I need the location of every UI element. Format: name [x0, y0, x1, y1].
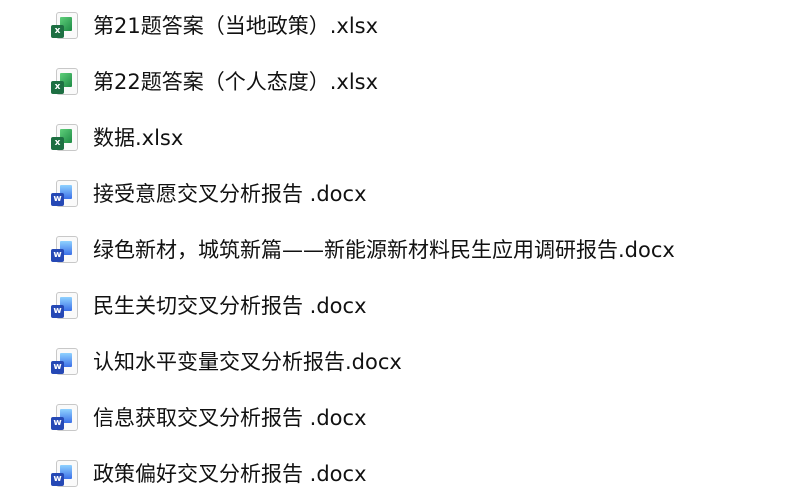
file-name: 民生关切交叉分析报告 .docx [93, 294, 367, 318]
file-item[interactable]: x 第22题答案（个人态度）.xlsx [50, 61, 378, 101]
word-file-icon: w [50, 458, 80, 488]
file-name: 认知水平变量交叉分析报告.docx [93, 350, 402, 374]
file-item[interactable]: x 数据.xlsx [50, 117, 183, 157]
file-item[interactable]: w 民生关切交叉分析报告 .docx [50, 285, 367, 325]
file-name: 数据.xlsx [93, 126, 184, 150]
file-name: 第22题答案（个人态度）.xlsx [93, 70, 379, 94]
word-file-icon: w [50, 178, 80, 208]
file-item[interactable]: x 第21题答案（当地政策）.xlsx [50, 5, 378, 45]
excel-file-icon: x [50, 122, 80, 152]
file-item[interactable]: w 政策偏好交叉分析报告 .docx [50, 453, 367, 493]
file-item[interactable]: w 绿色新材，城筑新篇——新能源新材料民生应用调研报告.docx [50, 229, 675, 269]
excel-file-icon: x [50, 66, 80, 96]
file-item[interactable]: w 接受意愿交叉分析报告 .docx [50, 173, 367, 213]
file-name: 接受意愿交叉分析报告 .docx [93, 182, 367, 206]
file-item[interactable]: w 认知水平变量交叉分析报告.docx [50, 341, 402, 381]
file-name: 第21题答案（当地政策）.xlsx [93, 14, 379, 38]
word-file-icon: w [50, 346, 80, 376]
word-file-icon: w [50, 234, 80, 264]
excel-file-icon: x [50, 10, 80, 40]
word-file-icon: w [50, 402, 80, 432]
file-name: 绿色新材，城筑新篇——新能源新材料民生应用调研报告.docx [93, 238, 675, 262]
word-file-icon: w [50, 290, 80, 320]
file-item[interactable]: w 信息获取交叉分析报告 .docx [50, 397, 367, 437]
file-name: 政策偏好交叉分析报告 .docx [93, 462, 367, 486]
file-name: 信息获取交叉分析报告 .docx [93, 406, 367, 430]
